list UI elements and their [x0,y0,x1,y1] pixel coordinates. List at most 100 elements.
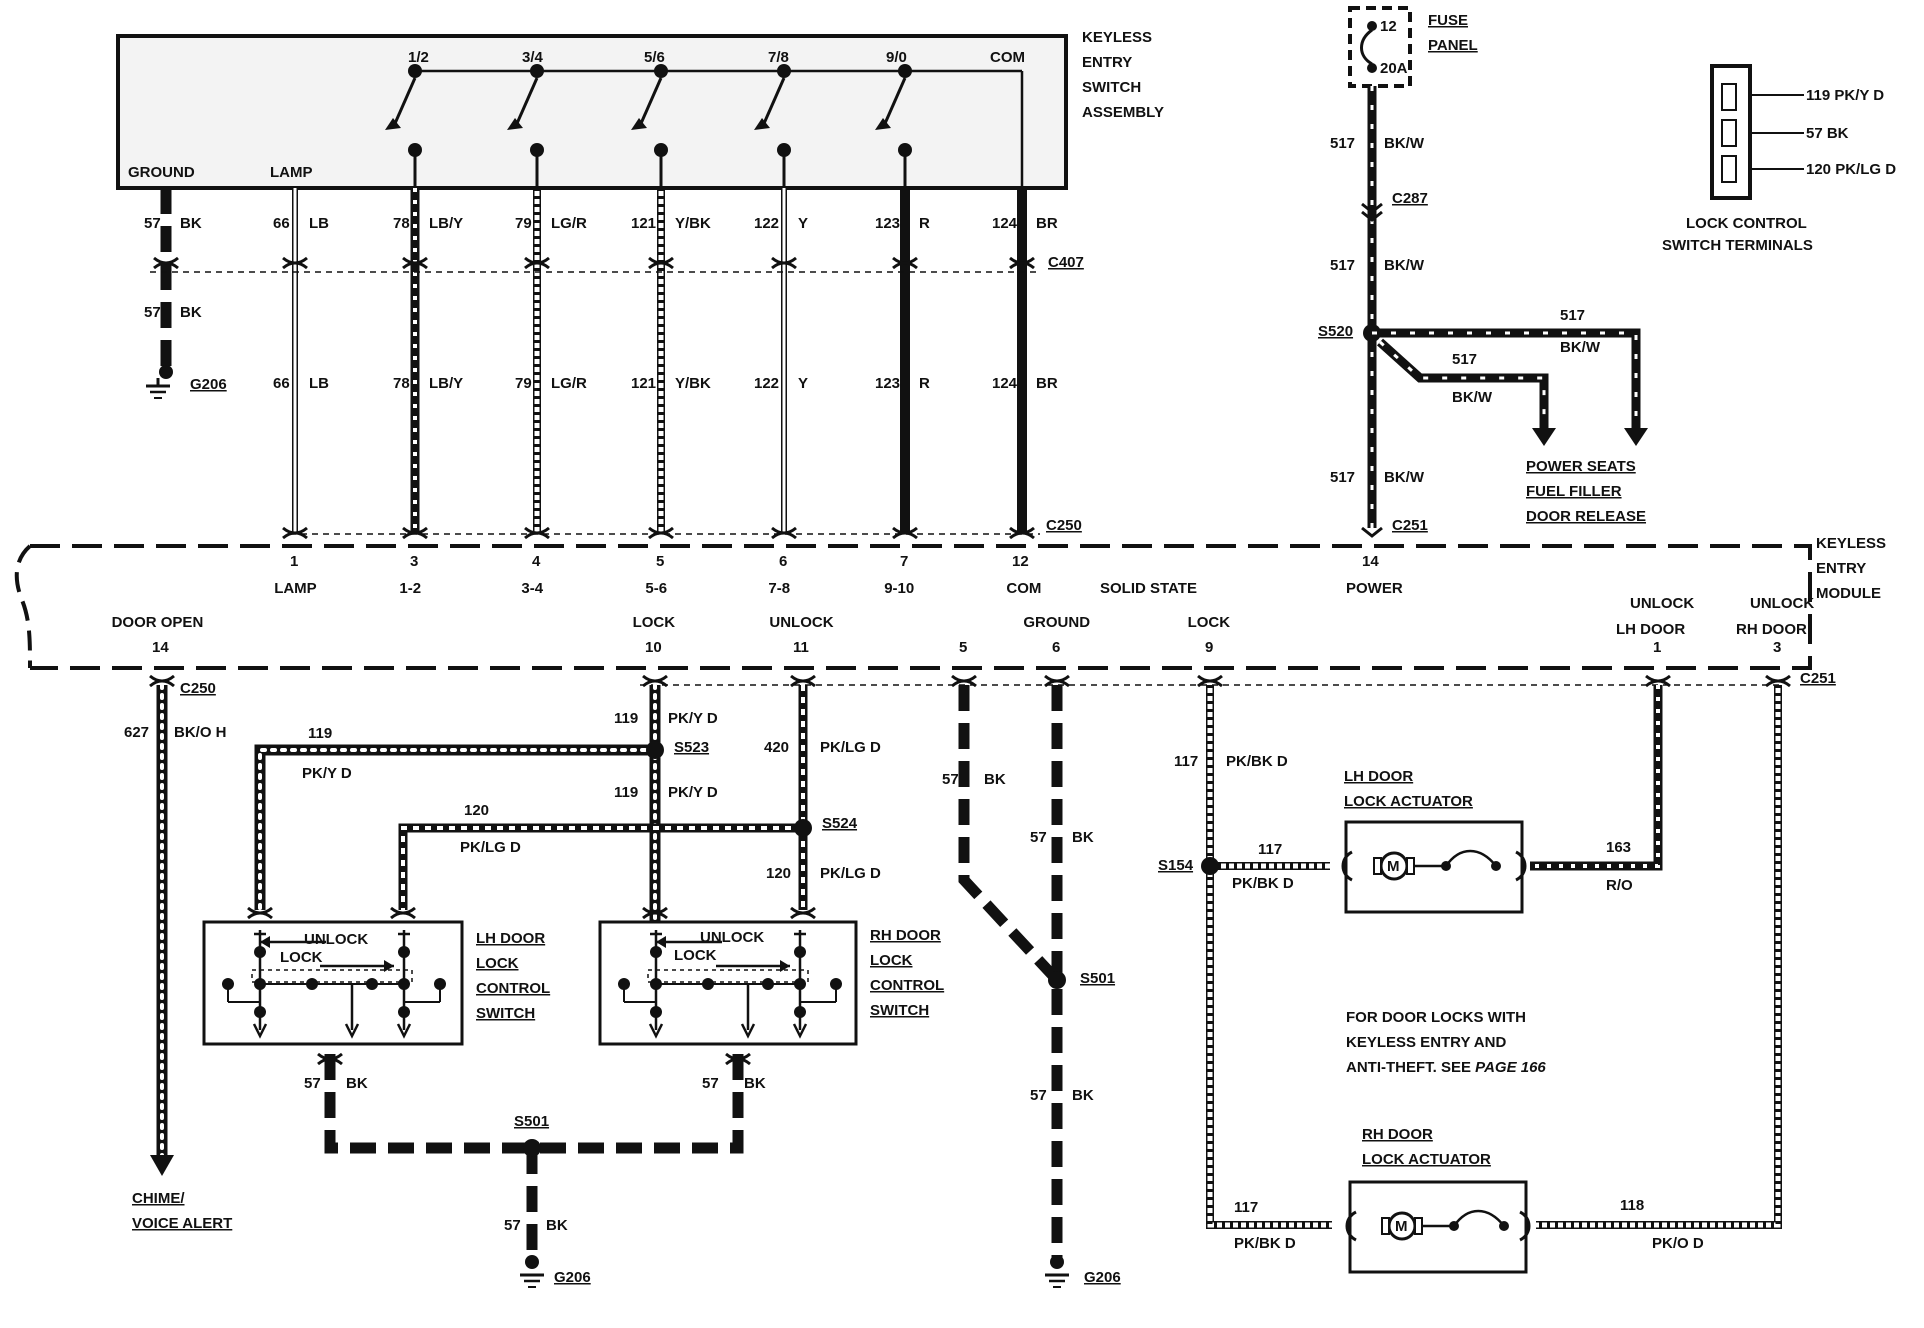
actuator-link [647,969,809,983]
c251-lower-label: C251 [1800,670,1836,687]
connector-terminal [247,911,273,920]
ground-symbol [1045,1273,1069,1288]
connector-terminal [790,911,816,920]
switch-contact [650,946,662,958]
pf-circuit: 517 [1330,469,1355,486]
actuator-link [251,969,413,983]
wire-color: BK [180,215,202,232]
s523-node [646,741,664,759]
switch-arrow [631,118,647,130]
terminal-row: 57 BK [1806,125,1849,142]
switch-contact [650,1006,662,1018]
connector-terminal [282,531,308,540]
s523-label: S523 [674,739,709,756]
module-top-pin-num: 1 [290,553,298,570]
gnd-color: BK [1072,1087,1094,1104]
gnd-circuit: 57 [304,1075,321,1092]
keyless-switch-assembly: GROUND LAMP 1/2 3/4 5/6 7/8 9/0 COM [116,34,1068,190]
module-bottom-pin-label: UNLOCK [1750,595,1814,612]
unlock-arrowhead [260,936,270,948]
module-bottom-pin-label: UNLOCK [1630,595,1694,612]
switch-arrow [792,1023,808,1039]
wire-color: BR [1036,215,1058,232]
wire-117-color: PK/BK D [1232,875,1294,892]
lh-actuator-title: LOCK ACTUATOR [1344,793,1473,810]
wire-color: Y [798,215,808,232]
connector-terminal [648,261,674,270]
switch-arrow [396,1023,412,1039]
module-top-pin-num: 14 [1362,553,1379,570]
pf-color: BK/W [1452,389,1493,406]
wire-circuit: 57 [144,215,161,232]
s154-label: S154 [1158,857,1194,874]
keyless-switch-title-line: ENTRY [1082,54,1132,71]
wire-color: LB/Y [429,375,463,392]
module-top-pin-label: POWER [1346,580,1403,597]
wire-circuit: 66 [273,215,290,232]
wire-120-circuit: 120 [766,865,791,882]
pf-color: BK/W [1560,339,1601,356]
module-top-pin-label: 5-6 [645,580,667,597]
wire-117-color: PK/BK D [1234,1235,1296,1252]
module-bottom-pin-label: LH DOOR [1616,621,1685,638]
switch-blade [637,77,663,129]
switch-arrow [252,1023,268,1039]
wire-117-circuit: 117 [1174,753,1198,770]
wire-119-circuit: 119 [308,725,332,742]
lh-door-lock-actuator [1341,820,1527,914]
wire-420-color: PK/LG D [820,739,881,756]
g206-upper-label: G206 [190,376,227,393]
switch-pivot [654,64,668,78]
wire-color: LB [309,375,329,392]
switch-pivot [777,64,791,78]
wire-circuit: 66 [273,375,290,392]
gnd-color: BK [1072,829,1094,846]
wire-color: Y/BK [675,375,711,392]
unlock-arrowhead [656,936,666,948]
wire-163-color: R/O [1606,877,1633,894]
module-title: MODULE [1816,585,1881,602]
wire-163-circuit: 163 [1606,839,1631,856]
module-top-pin-num: 12 [1012,553,1029,570]
switch-arrow [344,1023,360,1039]
wire-color: R [919,215,930,232]
lock-control-switch-terminals [1710,64,1804,200]
fuse-panel: 12 20A [1348,6,1412,88]
connector-terminal [790,679,816,688]
switch-contact [254,1006,266,1018]
connector-terminal [524,261,550,270]
switch-label-7-8: 7/8 [768,49,789,66]
fuse-rating: 20A [1380,60,1408,77]
switch-contact [398,946,410,958]
module-bottom-pin-num: 10 [645,639,662,656]
wire-circuit: 78 [393,375,410,392]
connector-terminal [648,531,674,540]
lh-switch-internals [222,930,446,1039]
ground-symbol [146,378,170,399]
module-bottom-pin-label: UNLOCK [769,614,833,631]
note-line: KEYLESS ENTRY AND [1346,1034,1506,1051]
chime-arrow [150,1155,174,1176]
wire-119-circuit: 119 [614,784,638,801]
lh-switch-title: LOCK [476,955,519,972]
switch-arrow [740,1023,756,1039]
wire-circuit: 124 [992,215,1018,232]
wire-color: BR [1036,375,1058,392]
c251-upper-label: C251 [1392,517,1428,534]
module-bottom-pin-label: LOCK [633,614,676,631]
wire-circuit: 121 [631,215,656,232]
ground-node [159,365,173,379]
switch-arrow [507,118,523,130]
lh-switch-title: CONTROL [476,980,550,997]
switch-label-3-4: 3/4 [522,49,544,66]
module-bottom-pin-label: LOCK [1188,614,1231,631]
c250-upper-label: C250 [1046,517,1082,534]
connector-terminal [951,679,977,688]
module-bottom-pin-num: 5 [959,639,967,656]
connector-terminal [1197,679,1223,688]
connector-terminal [390,911,416,920]
lh-lock-label: LOCK [280,949,323,966]
fuse-label: FUSE [1428,12,1468,29]
c407-label: C407 [1048,254,1084,271]
